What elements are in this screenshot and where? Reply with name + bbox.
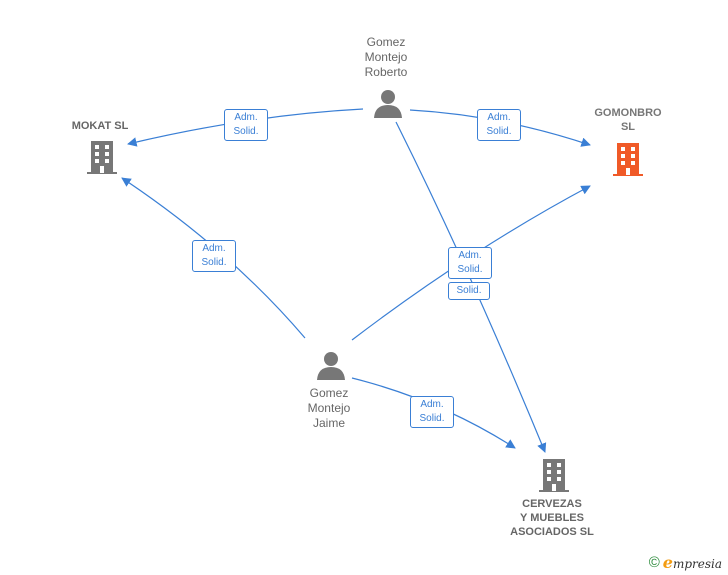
node-label-cervezas[interactable]: CERVEZAS Y MUEBLES ASOCIADOS SL [510, 498, 594, 538]
empresia-watermark: © empresia [649, 553, 722, 572]
node-label-roberto[interactable]: Gomez Montejo Roberto [364, 35, 408, 79]
relation-jaime-gomonbro[interactable]: Adm. Solid. [448, 247, 492, 279]
person-icon-roberto[interactable] [373, 88, 403, 118]
relation-roberto-mokat[interactable]: Adm. Solid. [224, 109, 268, 141]
node-label-gomonbro[interactable]: GOMONBRO SL [594, 107, 662, 133]
person-icon-jaime[interactable] [316, 350, 346, 380]
building-icon-mokat[interactable] [86, 139, 118, 175]
node-label-mokat[interactable]: MOKAT SL [71, 120, 129, 132]
relation-jaime-mokat[interactable]: Adm. Solid. [192, 240, 236, 272]
relation-roberto-cervezas[interactable]: Solid. [448, 282, 490, 300]
brand-logo: empresia [662, 553, 722, 572]
node-label-jaime[interactable]: Gomez Montejo Jaime [307, 386, 351, 430]
relation-jaime-cervezas[interactable]: Adm. Solid. [410, 396, 454, 428]
relation-roberto-gomonbro[interactable]: Adm. Solid. [477, 109, 521, 141]
building-icon-gomonbro[interactable] [612, 141, 644, 177]
building-icon-cervezas[interactable] [538, 457, 570, 493]
copyright-icon: © [648, 554, 660, 571]
